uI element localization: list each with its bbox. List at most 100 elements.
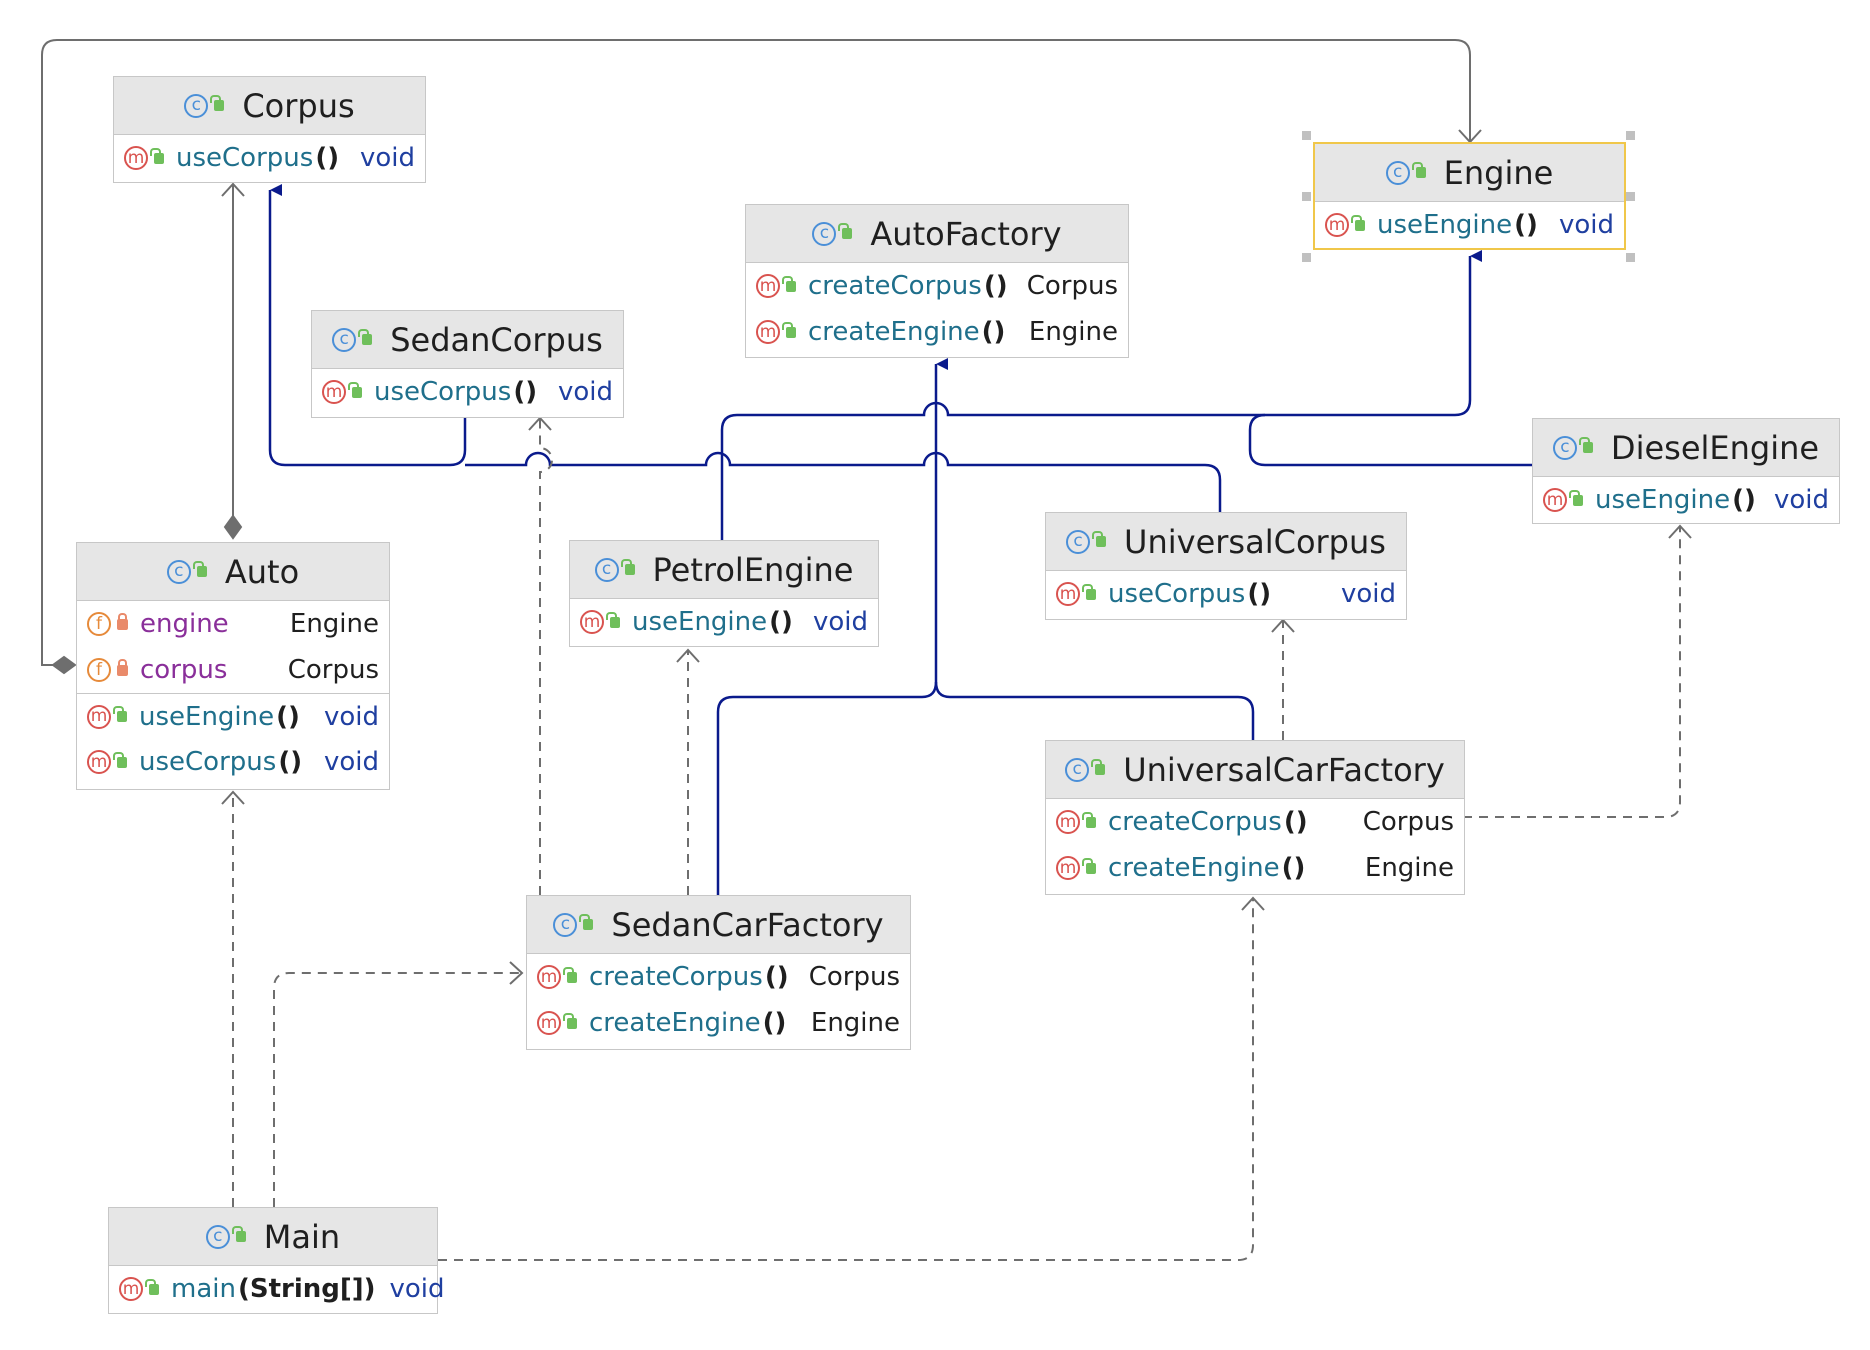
method-return-type: void	[323, 701, 379, 732]
method-icon: m	[756, 320, 780, 344]
method-name: createCorpus	[808, 271, 982, 301]
method-params: ()	[1514, 210, 1538, 240]
field-icon: f	[87, 658, 111, 682]
method-name: useEngine	[1595, 485, 1731, 515]
method-params: ()	[1732, 485, 1756, 515]
method-params: ()	[276, 701, 300, 732]
method-name: useCorpus	[1108, 579, 1246, 609]
method-return-type: Engine	[810, 1008, 900, 1038]
method-icon: m	[1056, 810, 1080, 834]
edge-auto-engine-composition	[41, 39, 1471, 666]
public-visibility-icon	[1411, 162, 1426, 178]
method-icon: m	[87, 704, 111, 729]
public-visibility-icon	[579, 914, 594, 930]
class-icon: c	[332, 327, 357, 352]
method-params: (String[])	[237, 1274, 376, 1304]
class-name: Corpus	[242, 86, 355, 125]
method-icon: m	[1543, 488, 1567, 512]
edge-sedancarfactory-autofactory	[716, 370, 938, 895]
public-visibility-icon	[1351, 214, 1365, 231]
method-params: ()	[764, 962, 789, 992]
public-visibility-icon	[231, 1226, 246, 1242]
public-visibility-icon	[1082, 811, 1096, 828]
public-visibility-icon	[1092, 531, 1107, 547]
class-icon: c	[553, 912, 578, 937]
method-params: ()	[1281, 853, 1306, 883]
method-icon: m	[580, 610, 604, 634]
method-return-type: void	[557, 377, 613, 407]
class-name: Engine	[1443, 153, 1554, 192]
method-icon: m	[119, 1277, 143, 1301]
edge-main-universalcarfactory-dependency	[438, 898, 1254, 1261]
class-icon: c	[1552, 435, 1577, 460]
method-name: useCorpus	[176, 143, 314, 173]
public-visibility-icon	[620, 559, 635, 575]
field-type: Engine	[289, 609, 379, 639]
method-params: ()	[1283, 807, 1308, 837]
method-return-type: void	[359, 143, 415, 173]
public-visibility-icon	[782, 321, 796, 338]
method-params: ()	[278, 747, 303, 777]
method-name: createEngine	[589, 1008, 761, 1038]
edge-universalcorpus-corpus	[465, 451, 1222, 512]
method-params: ()	[513, 377, 538, 407]
public-visibility-icon	[1082, 583, 1096, 600]
public-visibility-icon	[192, 561, 207, 577]
class-name: UniversalCarFactory	[1123, 750, 1445, 789]
public-visibility-icon	[1082, 857, 1096, 874]
method-return-type: Corpus	[1026, 271, 1118, 301]
public-visibility-icon	[838, 223, 853, 239]
method-name: useEngine	[632, 607, 768, 637]
method-icon: m	[756, 274, 780, 298]
public-visibility-icon	[782, 275, 796, 292]
method-icon: m	[87, 750, 111, 774]
selection-handles	[1302, 131, 1635, 262]
public-visibility-icon	[606, 611, 620, 628]
field-icon: f	[87, 612, 111, 636]
public-visibility-icon	[145, 1278, 159, 1295]
class-icon: c	[166, 559, 191, 584]
class-name: SedanCarFactory	[611, 905, 884, 944]
class-icon: c	[184, 93, 209, 118]
class-box-corpus[interactable]: c Corpus m useCorpus() void	[113, 76, 426, 183]
public-visibility-icon	[210, 95, 225, 111]
method-name: createEngine	[808, 317, 980, 347]
method-return-type: Engine	[1028, 317, 1118, 347]
field-type: Corpus	[287, 655, 379, 685]
method-name: useCorpus	[374, 377, 512, 407]
public-visibility-icon	[348, 381, 362, 398]
method-icon: m	[124, 146, 148, 170]
method-return-type: void	[1558, 210, 1614, 240]
class-name: DieselEngine	[1610, 428, 1820, 467]
edge-universalcarfactory-dieselengine-dependency	[1463, 526, 1681, 818]
method-name: createCorpus	[1108, 807, 1282, 837]
public-visibility-icon	[563, 1012, 577, 1029]
edge-dieselengine-engine	[1248, 413, 1532, 467]
method-return-type: void	[389, 1274, 445, 1304]
method-params: ()	[981, 317, 1006, 347]
method-icon: m	[537, 965, 561, 989]
method-return-type: Corpus	[808, 962, 900, 992]
method-name: useCorpus	[139, 747, 277, 777]
class-name: Main	[263, 1217, 341, 1256]
public-visibility-icon	[1091, 759, 1106, 775]
public-visibility-icon	[1578, 437, 1593, 453]
edge-main-sedancarfactory-dependency	[273, 972, 522, 1207]
method-params: ()	[315, 143, 340, 173]
method-name: createCorpus	[589, 962, 763, 992]
method-params: ()	[1247, 579, 1272, 609]
method-icon: m	[322, 380, 346, 404]
class-icon: c	[205, 1224, 230, 1249]
class-name: AutoFactory	[870, 214, 1062, 253]
public-visibility-icon	[113, 751, 127, 768]
